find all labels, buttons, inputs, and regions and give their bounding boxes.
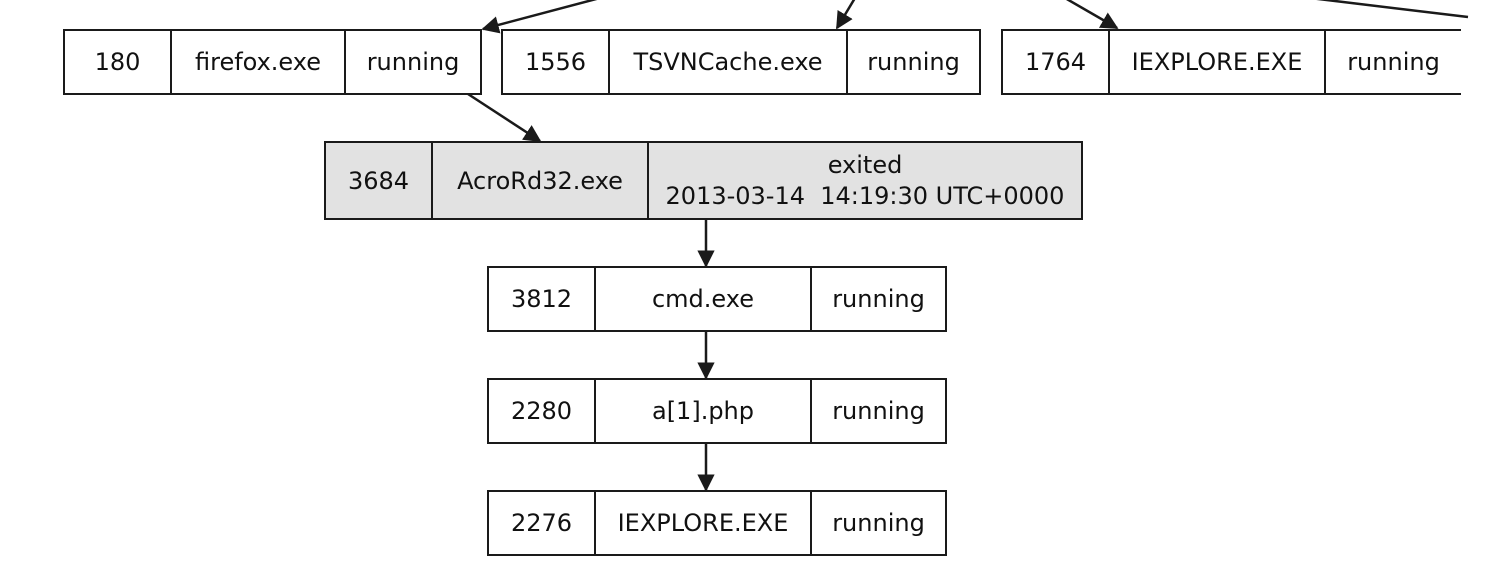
process-node-iexplore-top: 1764 IEXPLORE.EXE running bbox=[1001, 29, 1461, 95]
process-name-cell: cmd.exe bbox=[596, 268, 812, 330]
process-node-tsvncache: 1556 TSVNCache.exe running bbox=[501, 29, 981, 95]
arrow-to-iexplore-top bbox=[1065, 0, 1119, 30]
process-node-cmd: 3812 cmd.exe running bbox=[487, 266, 947, 332]
arrow-offscreen-right bbox=[1316, 0, 1469, 19]
process-name-cell: a[1].php bbox=[596, 380, 812, 442]
status-label: exited bbox=[827, 150, 903, 179]
pid-cell: 180 bbox=[65, 31, 172, 93]
process-name-cell: AcroRd32.exe bbox=[433, 143, 649, 218]
process-name-cell: TSVNCache.exe bbox=[610, 31, 848, 93]
pid-cell: 1556 bbox=[503, 31, 610, 93]
status-cell: running bbox=[832, 285, 925, 313]
process-name-cell: IEXPLORE.EXE bbox=[1110, 31, 1326, 93]
pid-cell: 3812 bbox=[489, 268, 596, 330]
process-node-iexplore-child: 2276 IEXPLORE.EXE running bbox=[487, 490, 947, 556]
arrow-to-firefox bbox=[481, 0, 598, 34]
process-node-firefox: 180 firefox.exe running bbox=[63, 29, 482, 95]
status-cell: running bbox=[1347, 48, 1440, 76]
status-cell: running bbox=[867, 48, 960, 76]
process-node-a1php: 2280 a[1].php running bbox=[487, 378, 947, 444]
status-cell: running bbox=[832, 397, 925, 425]
process-name-cell: IEXPLORE.EXE bbox=[596, 492, 812, 554]
exit-timestamp: 2013-03-14 14:19:30 UTC+0000 bbox=[665, 181, 1065, 210]
status-cell: running bbox=[366, 48, 460, 76]
pid-cell: 2280 bbox=[489, 380, 596, 442]
arrow-to-tsvncache bbox=[835, 0, 856, 30]
process-name-cell: firefox.exe bbox=[172, 31, 346, 93]
pid-cell: 3684 bbox=[326, 143, 433, 218]
arrow-firefox-to-acrord32 bbox=[467, 92, 542, 143]
status-cell: running bbox=[832, 509, 925, 537]
pid-cell: 2276 bbox=[489, 492, 596, 554]
process-node-acrord32: 3684 AcroRd32.exe exited 2013-03-14 14:1… bbox=[324, 141, 1083, 220]
pid-cell: 1764 bbox=[1003, 31, 1110, 93]
status-cell: exited 2013-03-14 14:19:30 UTC+0000 bbox=[649, 143, 1081, 218]
